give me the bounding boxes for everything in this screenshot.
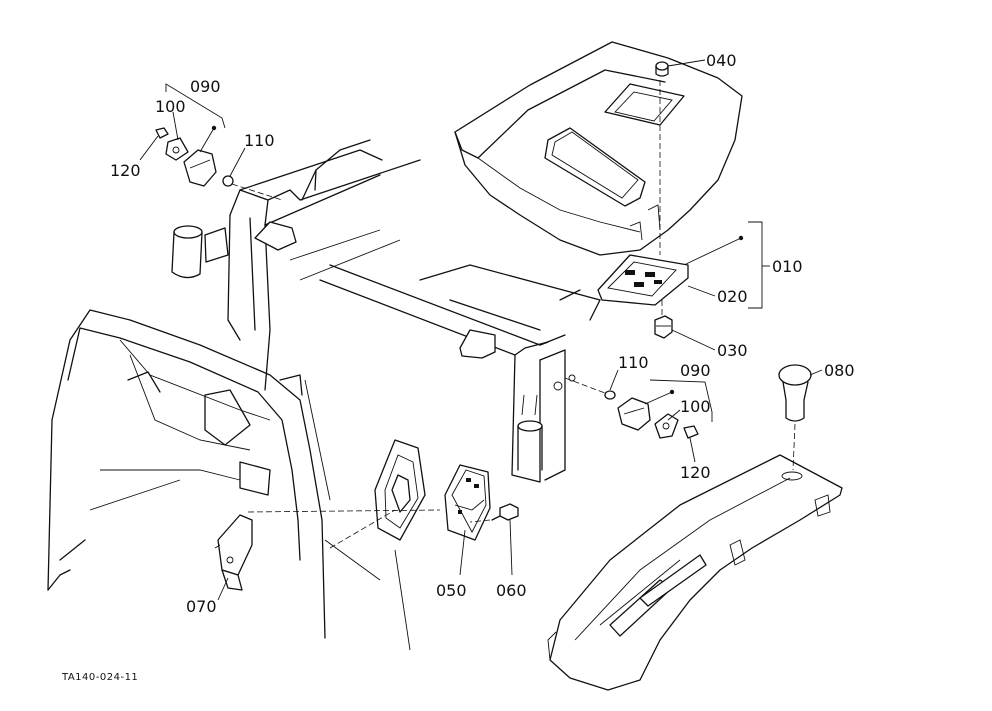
alignment-line-060 — [469, 519, 491, 523]
callout-020: 020 — [717, 287, 748, 306]
callout-120-mid: 120 — [680, 463, 711, 482]
cab-frame — [171, 139, 601, 483]
latch-assembly-mid — [604, 390, 699, 439]
fender-panel — [547, 454, 843, 691]
callout-120-top: 120 — [110, 161, 141, 180]
callout-030: 030 — [717, 341, 748, 360]
callout-080: 080 — [824, 361, 855, 380]
diagram-code: TA140-024-11 — [61, 672, 138, 683]
callout-010: 010 — [772, 257, 803, 276]
callout-100-top: 100 — [155, 97, 186, 116]
knob-080 — [778, 364, 812, 422]
switch-050 — [444, 464, 491, 541]
alignment-line-110-mid — [564, 377, 606, 394]
bulb-030 — [654, 315, 673, 339]
alignment-line-080 — [792, 423, 796, 471]
screw-060 — [491, 503, 519, 521]
callout-040: 040 — [706, 51, 737, 70]
front-frame — [47, 309, 411, 651]
alignment-line-070 — [247, 509, 441, 513]
callout-110-mid: 110 — [618, 353, 649, 372]
callout-050: 050 — [436, 581, 467, 600]
leader-lines — [139, 59, 823, 601]
roof-panel — [454, 41, 743, 256]
callout-090-top: 090 — [190, 77, 221, 96]
callout-110-top: 110 — [244, 131, 275, 150]
room-lamp-020 — [597, 254, 689, 306]
alignment-line-050 — [329, 509, 396, 549]
callout-090-mid: 090 — [680, 361, 711, 380]
callout-060: 060 — [496, 581, 527, 600]
switch-slot-frame — [374, 439, 426, 541]
bracket-070 — [214, 514, 253, 591]
latch-assembly-top — [155, 127, 234, 187]
callout-100-mid: 100 — [680, 397, 711, 416]
callout-070: 070 — [186, 597, 217, 616]
clip-040 — [655, 61, 669, 77]
